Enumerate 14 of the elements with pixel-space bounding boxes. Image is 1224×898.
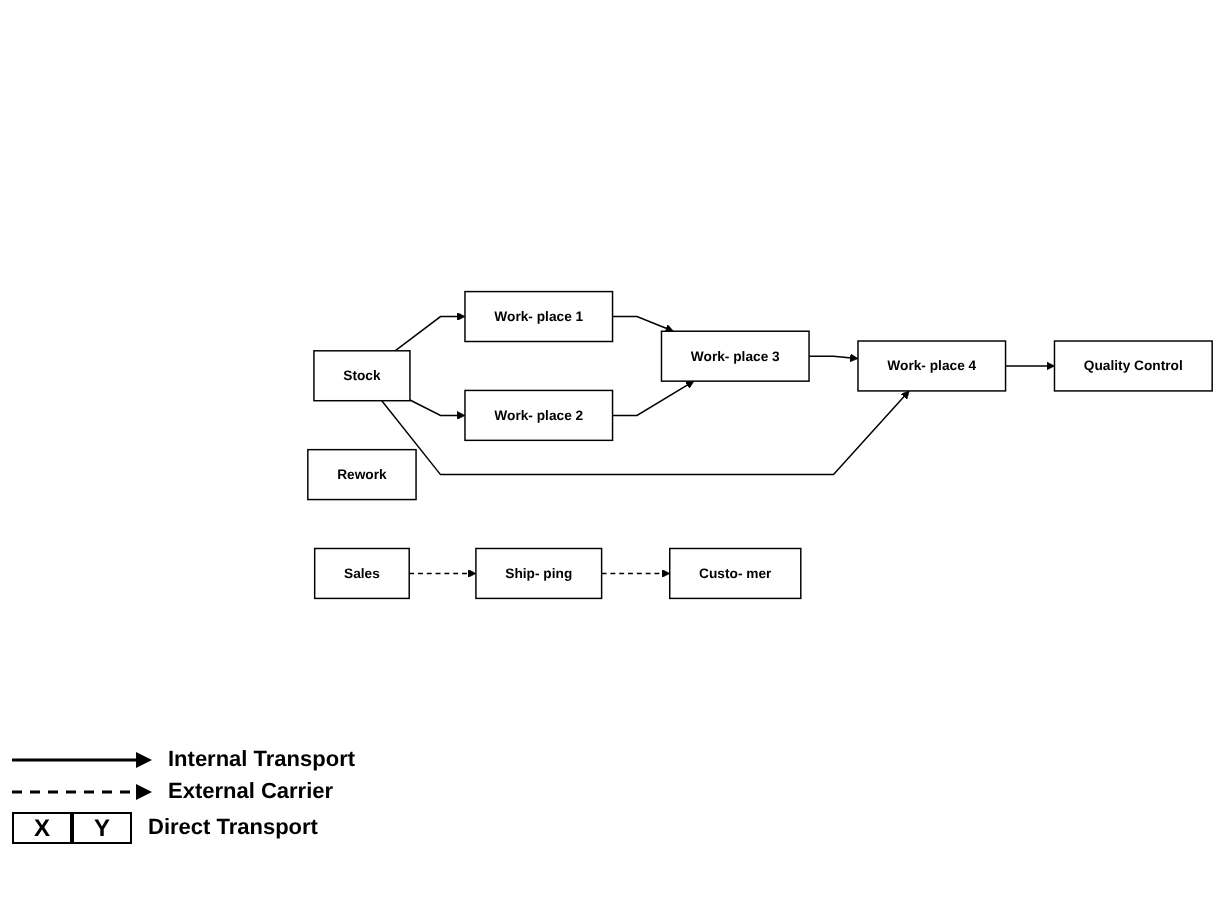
legend-text: Direct Transport [148,816,318,840]
arrow [611,380,695,417]
arrow [408,569,477,578]
legend-text: External Carrier [168,780,334,804]
arrow [381,390,910,476]
arrow [600,569,671,578]
arrow [1004,361,1055,371]
legend-text: Internal Transport [168,748,356,772]
adjacent-box-sample: Y [72,812,132,844]
arrow [409,399,466,420]
arrow [394,312,466,352]
arrow [611,315,674,333]
arrow [808,353,859,363]
adjacent-box-sample: X [12,812,72,844]
